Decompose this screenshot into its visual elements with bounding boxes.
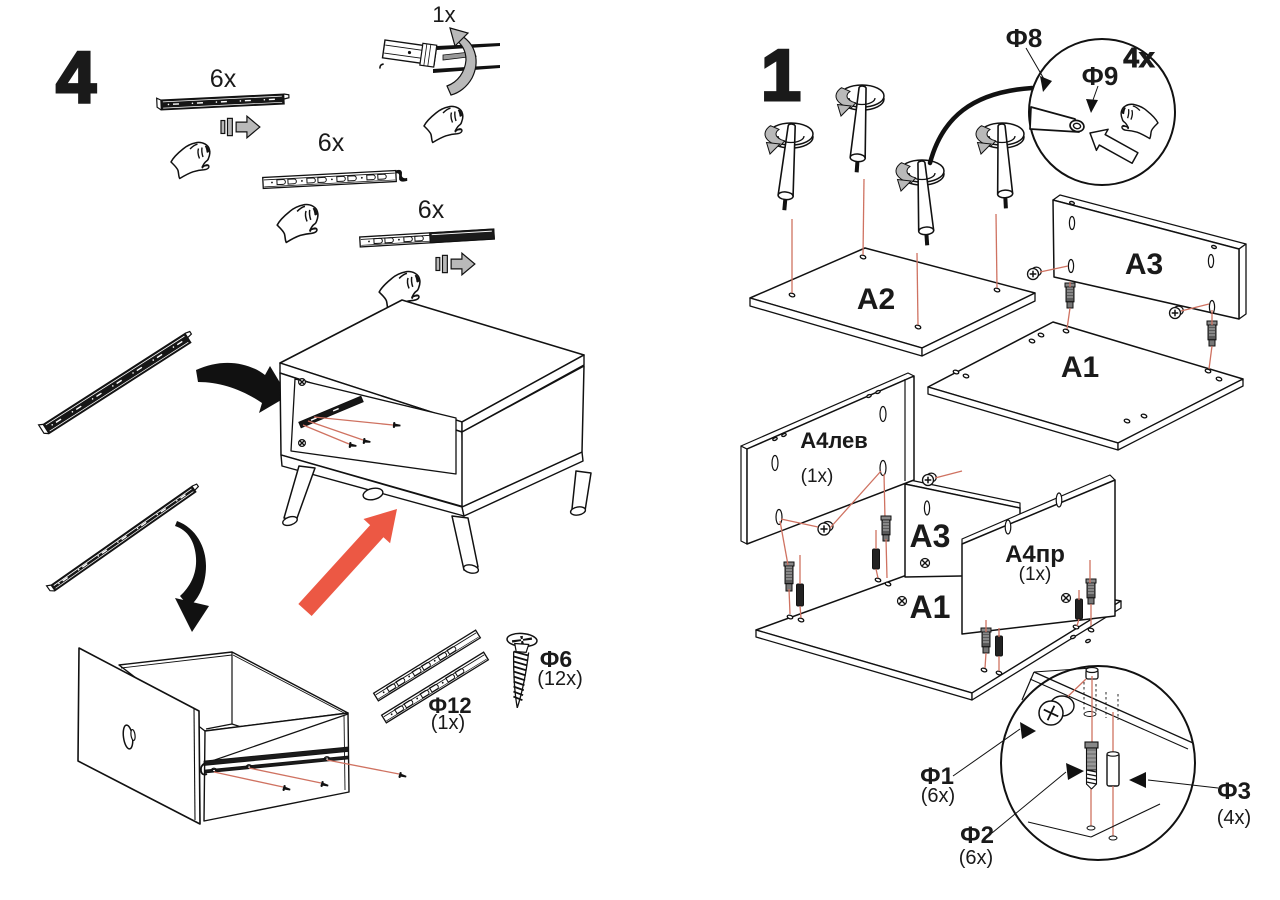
svg-text:6x: 6x [210,65,237,93]
svg-text:Ф8: Ф8 [1006,23,1043,53]
svg-text:А4лев: А4лев [800,428,868,453]
svg-text:(4x): (4x) [1217,807,1251,829]
svg-text:A1: A1 [1061,351,1099,384]
svg-text:(1x): (1x) [1019,564,1052,585]
svg-text:Ф9: Ф9 [1082,61,1119,91]
svg-text:(6x): (6x) [959,847,993,869]
svg-text:(1x): (1x) [801,466,834,487]
svg-text:4x: 4x [1123,42,1155,73]
svg-text:4: 4 [56,38,96,118]
svg-text:Ф12: Ф12 [428,693,471,718]
svg-text:1: 1 [761,36,801,116]
svg-text:(1x): (1x) [431,712,465,734]
svg-text:A3: A3 [910,518,951,554]
svg-text:Ф2: Ф2 [960,822,994,849]
svg-text:Ф6: Ф6 [540,646,572,672]
svg-text:6x: 6x [318,129,345,157]
svg-text:A1: A1 [910,589,951,625]
svg-text:(12x): (12x) [537,668,583,690]
svg-text:Ф1: Ф1 [920,763,954,790]
svg-text:Ф3: Ф3 [1217,778,1251,805]
svg-text:(6x): (6x) [921,785,955,807]
svg-text:1x: 1x [432,2,455,27]
svg-text:A3: A3 [1125,248,1163,281]
svg-text:6x: 6x [418,196,445,224]
svg-text:А4пр: А4пр [1005,541,1065,568]
svg-text:A2: A2 [857,283,895,316]
